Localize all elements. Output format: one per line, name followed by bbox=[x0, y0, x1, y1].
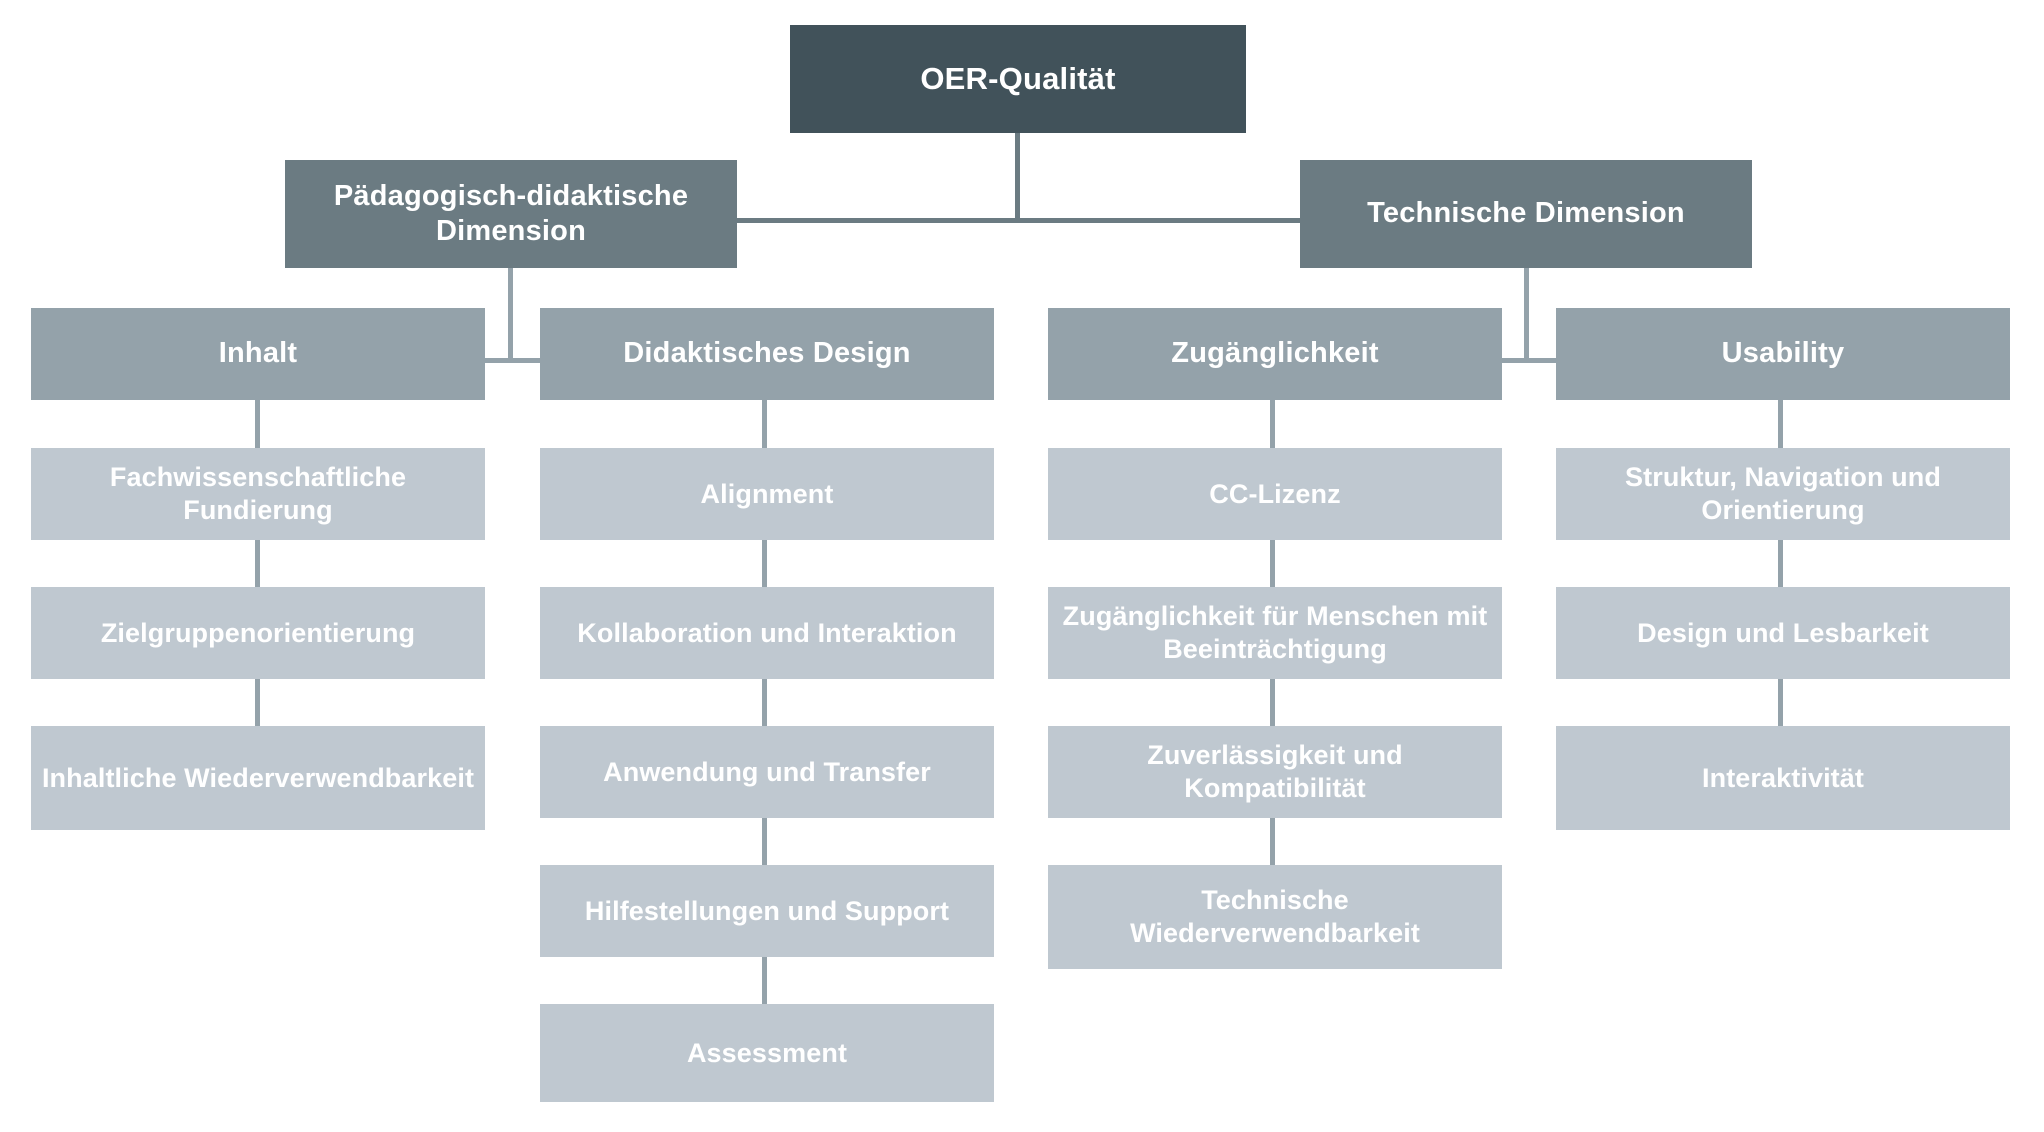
node-leaf-design-und-lesbarkeit[interactable]: Design und Lesbarkeit bbox=[1556, 587, 2010, 679]
node-leaf-fachwissenschaftliche-fundierung[interactable]: Fachwissenschaftliche Fundierung bbox=[31, 448, 485, 540]
node-leaf-struktur-navigation-und-orientierung[interactable]: Struktur, Navigation und Orientierung bbox=[1556, 448, 2010, 540]
node-label: Inhalt bbox=[218, 337, 298, 370]
node-label: Didaktisches Design bbox=[623, 337, 911, 370]
node-label: Zugänglichkeit für Menschen mit Beeinträ… bbox=[1062, 601, 1488, 664]
node-label: Pädagogisch-didaktische Dimension bbox=[333, 179, 689, 247]
node-label: Usability bbox=[1721, 337, 1845, 370]
connector-dimension-right-down bbox=[1524, 213, 1529, 363]
node-label: Technische Dimension bbox=[1367, 197, 1685, 230]
node-label: Fachwissenschaftliche Fundierung bbox=[109, 462, 407, 525]
node-label: Zielgruppenorientierung bbox=[100, 617, 416, 648]
node-category-inhalt[interactable]: Inhalt bbox=[31, 308, 485, 400]
node-dimension-paedagogisch-didaktisch[interactable]: Pädagogisch-didaktische Dimension bbox=[285, 160, 737, 268]
node-category-usability[interactable]: Usability bbox=[1556, 308, 2010, 400]
node-leaf-technische-wiederverwendbarkeit[interactable]: Technische Wiederverwendbarkeit bbox=[1048, 865, 1502, 969]
connector-root-bus bbox=[735, 218, 1303, 223]
node-root-oer-qualitaet[interactable]: OER-Qualität bbox=[790, 25, 1246, 133]
node-category-didaktisches-design[interactable]: Didaktisches Design bbox=[540, 308, 994, 400]
node-label: OER-Qualität bbox=[920, 61, 1116, 97]
node-leaf-anwendung-und-transfer[interactable]: Anwendung und Transfer bbox=[540, 726, 994, 818]
connector-dimension-left-bus bbox=[255, 358, 765, 363]
node-label: CC-Lizenz bbox=[1209, 478, 1341, 509]
connector-root-down bbox=[1015, 133, 1020, 221]
node-label: Assessment bbox=[686, 1037, 848, 1068]
node-leaf-interaktivitaet[interactable]: Interaktivität bbox=[1556, 726, 2010, 830]
node-label: Zuverlässigkeit und Kompatibilität bbox=[1147, 740, 1403, 803]
node-leaf-alignment[interactable]: Alignment bbox=[540, 448, 994, 540]
node-label: Kollaboration und Interaktion bbox=[577, 617, 957, 648]
node-label: Hilfestellungen und Support bbox=[584, 895, 950, 926]
node-leaf-inhaltliche-wiederverwendbarkeit[interactable]: Inhaltliche Wiederverwendbarkeit bbox=[31, 726, 485, 830]
node-category-zugaenglichkeit[interactable]: Zugänglichkeit bbox=[1048, 308, 1502, 400]
node-label: Anwendung und Transfer bbox=[603, 756, 931, 787]
node-label: Struktur, Navigation und Orientierung bbox=[1625, 462, 1941, 525]
node-label: Design und Lesbarkeit bbox=[1637, 617, 1929, 648]
node-leaf-cc-lizenz[interactable]: CC-Lizenz bbox=[1048, 448, 1502, 540]
node-label: Inhaltliche Wiederverwendbarkeit bbox=[41, 762, 475, 793]
node-leaf-zuverlaessigkeit-und-kompatibilitaet[interactable]: Zuverlässigkeit und Kompatibilität bbox=[1048, 726, 1502, 818]
node-label: Zugänglichkeit bbox=[1171, 337, 1379, 370]
node-leaf-hilfestellungen-und-support[interactable]: Hilfestellungen und Support bbox=[540, 865, 994, 957]
connector-dimension-right-bus bbox=[1272, 358, 1782, 363]
node-leaf-zugaenglichkeit-fuer-menschen-mit-beeintraechtigung[interactable]: Zugänglichkeit für Menschen mit Beeinträ… bbox=[1048, 587, 1502, 679]
node-leaf-kollaboration-und-interaktion[interactable]: Kollaboration und Interaktion bbox=[540, 587, 994, 679]
connector-dimension-left-down bbox=[508, 268, 513, 363]
node-label: Technische Wiederverwendbarkeit bbox=[1130, 885, 1420, 948]
node-label: Alignment bbox=[700, 478, 834, 509]
node-leaf-assessment[interactable]: Assessment bbox=[540, 1004, 994, 1102]
node-leaf-zielgruppenorientierung[interactable]: Zielgruppenorientierung bbox=[31, 587, 485, 679]
node-label: Interaktivität bbox=[1702, 762, 1864, 793]
node-dimension-technisch[interactable]: Technische Dimension bbox=[1300, 160, 1752, 268]
